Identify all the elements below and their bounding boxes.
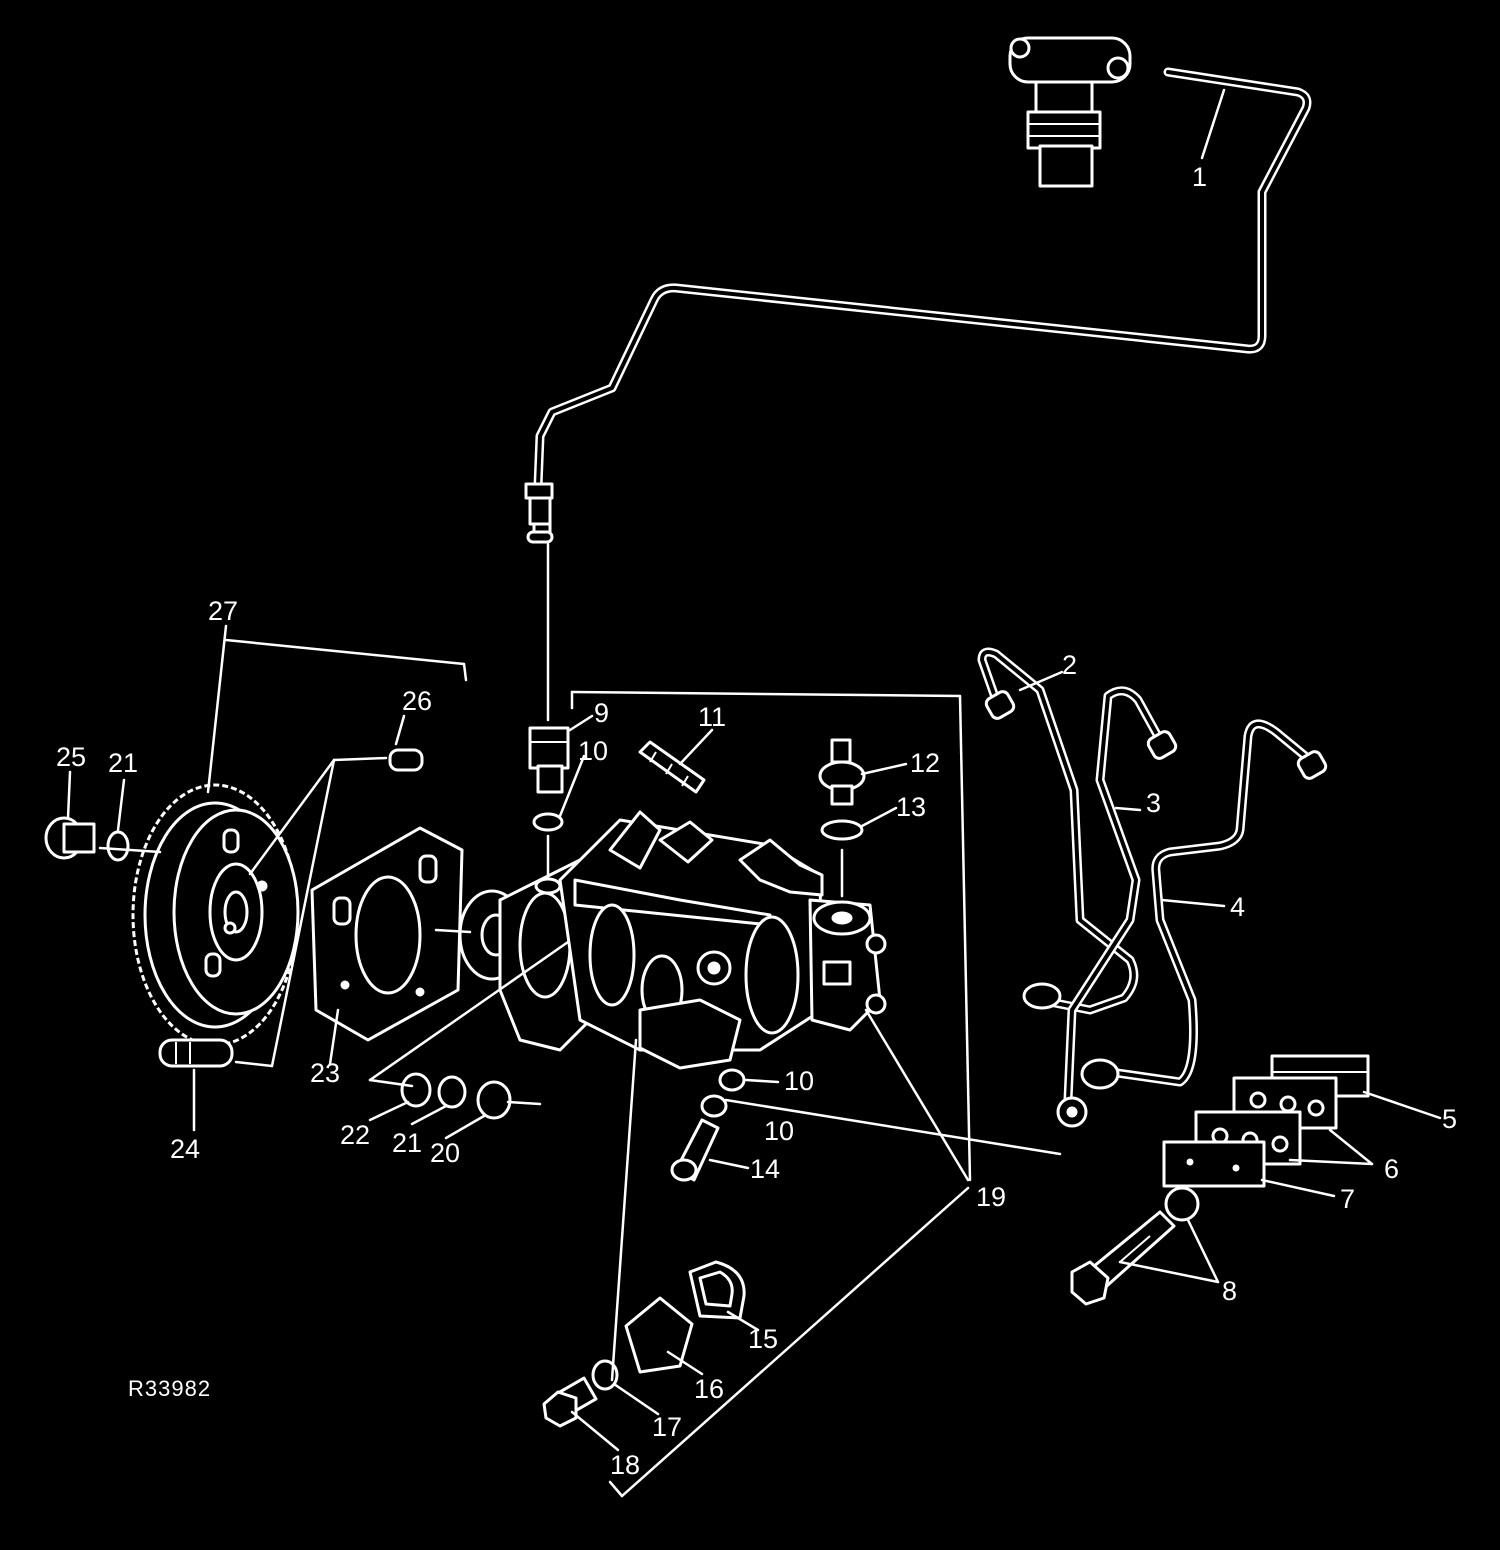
- reference-code: R33982: [128, 1376, 211, 1401]
- callout-17: 17: [652, 1412, 682, 1442]
- callout-22: 22: [340, 1120, 370, 1150]
- callout-3: 3: [1146, 788, 1161, 818]
- callout-9: 9: [594, 698, 609, 728]
- callout-12: 12: [910, 748, 940, 778]
- callout-18: 18: [610, 1450, 640, 1480]
- leader-lines: [66, 88, 1442, 1498]
- callout-11: 11: [698, 702, 726, 732]
- callout-26: 26: [402, 686, 432, 716]
- callout-16: 16: [694, 1374, 724, 1404]
- line-clamp-assembly: [1070, 1054, 1370, 1306]
- callout-6: 6: [1384, 1154, 1399, 1184]
- gear-hardware: [44, 748, 424, 1068]
- callout-13: 13: [896, 792, 926, 822]
- callout-15: 15: [748, 1324, 778, 1354]
- small-parts: [400, 726, 866, 1428]
- callout-2: 2: [1062, 650, 1077, 680]
- callout-21b: 21: [392, 1128, 422, 1158]
- callout-24: 24: [170, 1134, 200, 1164]
- injection-pump: [458, 810, 887, 1070]
- injection-lines: [977, 647, 1328, 1128]
- callout-14: 14: [750, 1154, 780, 1184]
- callout-21a: 21: [108, 748, 138, 778]
- drive-gear: [131, 783, 300, 1047]
- callout-4: 4: [1230, 892, 1245, 922]
- callout-1: 1: [1192, 162, 1207, 192]
- callout-10a: 10: [578, 736, 608, 766]
- callout-10c: 10: [764, 1116, 794, 1146]
- callout-8: 8: [1222, 1276, 1237, 1306]
- mounting-plate: [310, 826, 464, 1042]
- callout-25: 25: [56, 742, 86, 772]
- callout-labels: 1 2 3 4 5 6 7 8 9 10 10 10 11 12 13 14 1…: [56, 162, 1457, 1480]
- callout-27: 27: [208, 596, 238, 626]
- callout-19: 19: [976, 1182, 1006, 1212]
- injection-nozzle: [1008, 36, 1132, 188]
- callout-23: 23: [310, 1058, 340, 1088]
- leak-off-line-long: [524, 67, 1312, 544]
- callout-20: 20: [430, 1138, 460, 1168]
- callout-7: 7: [1340, 1184, 1355, 1214]
- callout-5: 5: [1442, 1104, 1457, 1134]
- callout-10b: 10: [784, 1066, 814, 1096]
